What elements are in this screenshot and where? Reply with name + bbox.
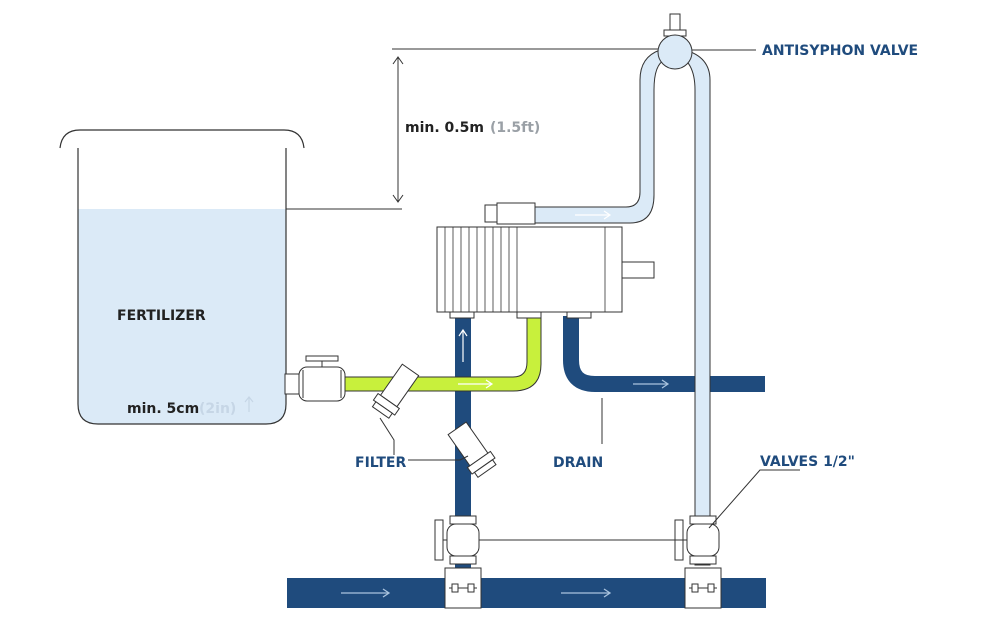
min-height-imperial: (1.5ft) bbox=[490, 120, 540, 136]
suction-flow-arrow bbox=[458, 379, 494, 389]
outlet-flow-arrow bbox=[575, 210, 612, 220]
dosing-pump-ribs bbox=[444, 227, 606, 312]
dosing-pump bbox=[436, 202, 655, 319]
drain-flow-arrow bbox=[633, 379, 670, 389]
tank-liquid bbox=[78, 209, 286, 424]
suction-filter bbox=[371, 363, 420, 419]
min-depth-arrow bbox=[244, 396, 254, 412]
tank-outline bbox=[77, 148, 287, 425]
left-isolation-valve bbox=[434, 515, 482, 609]
valves-label: VALVES 1/2" bbox=[760, 454, 855, 470]
drain-pipe bbox=[563, 316, 765, 392]
min-depth-imperial-label: (2in) bbox=[199, 401, 236, 417]
fertilizer-label: FERTILIZER bbox=[117, 308, 206, 324]
drain-label: DRAIN bbox=[553, 455, 603, 471]
tank-outlet-valve bbox=[284, 355, 346, 402]
main-pipe-flow-arrow bbox=[341, 588, 612, 598]
inlet-filter bbox=[447, 421, 497, 478]
tank-rim bbox=[59, 129, 305, 149]
min-height-dimension bbox=[286, 48, 658, 210]
filter-pointer-lines bbox=[379, 417, 469, 461]
inlet-flow-arrow bbox=[458, 328, 468, 362]
antisyphon-valve bbox=[657, 13, 693, 70]
min-height-label: min. 0.5m (1.5ft) bbox=[405, 120, 540, 136]
fertilizer-tank bbox=[59, 129, 305, 425]
min-depth-label: min. 5cm bbox=[127, 401, 199, 417]
fertilizer-suction-pipe bbox=[342, 317, 542, 392]
filter-label: FILTER bbox=[355, 455, 406, 471]
min-height-value: min. 0.5m bbox=[405, 120, 484, 136]
valves-pointer-line bbox=[708, 469, 800, 529]
antisyphon-valve-label: ANTISYPHON VALVE bbox=[762, 43, 918, 59]
